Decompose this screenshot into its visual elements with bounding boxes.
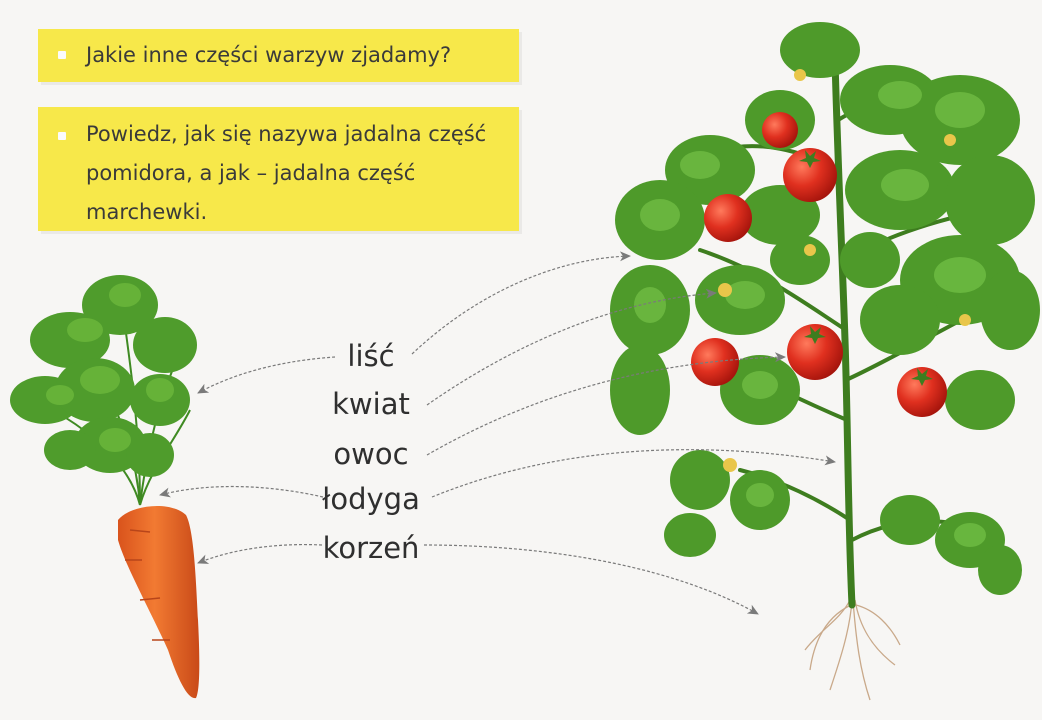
arrow-lisc-tomato — [412, 256, 630, 354]
label-leaf: liść — [311, 338, 431, 374]
label-stem: łodyga — [311, 481, 431, 517]
carrot-root — [118, 506, 199, 698]
arrow-korzen-tomato — [424, 545, 758, 614]
tomato-plant-illustration — [610, 22, 1040, 700]
arrow-lodyga-carrot — [160, 487, 323, 497]
arrow-korzen-carrot — [198, 545, 322, 563]
carrot-illustration — [10, 275, 199, 698]
label-fruit: owoc — [311, 436, 431, 472]
label-flower: kwiat — [311, 386, 431, 422]
tomato-stem — [835, 60, 852, 605]
label-root: korzeń — [311, 530, 431, 566]
tomato-roots — [805, 600, 900, 700]
